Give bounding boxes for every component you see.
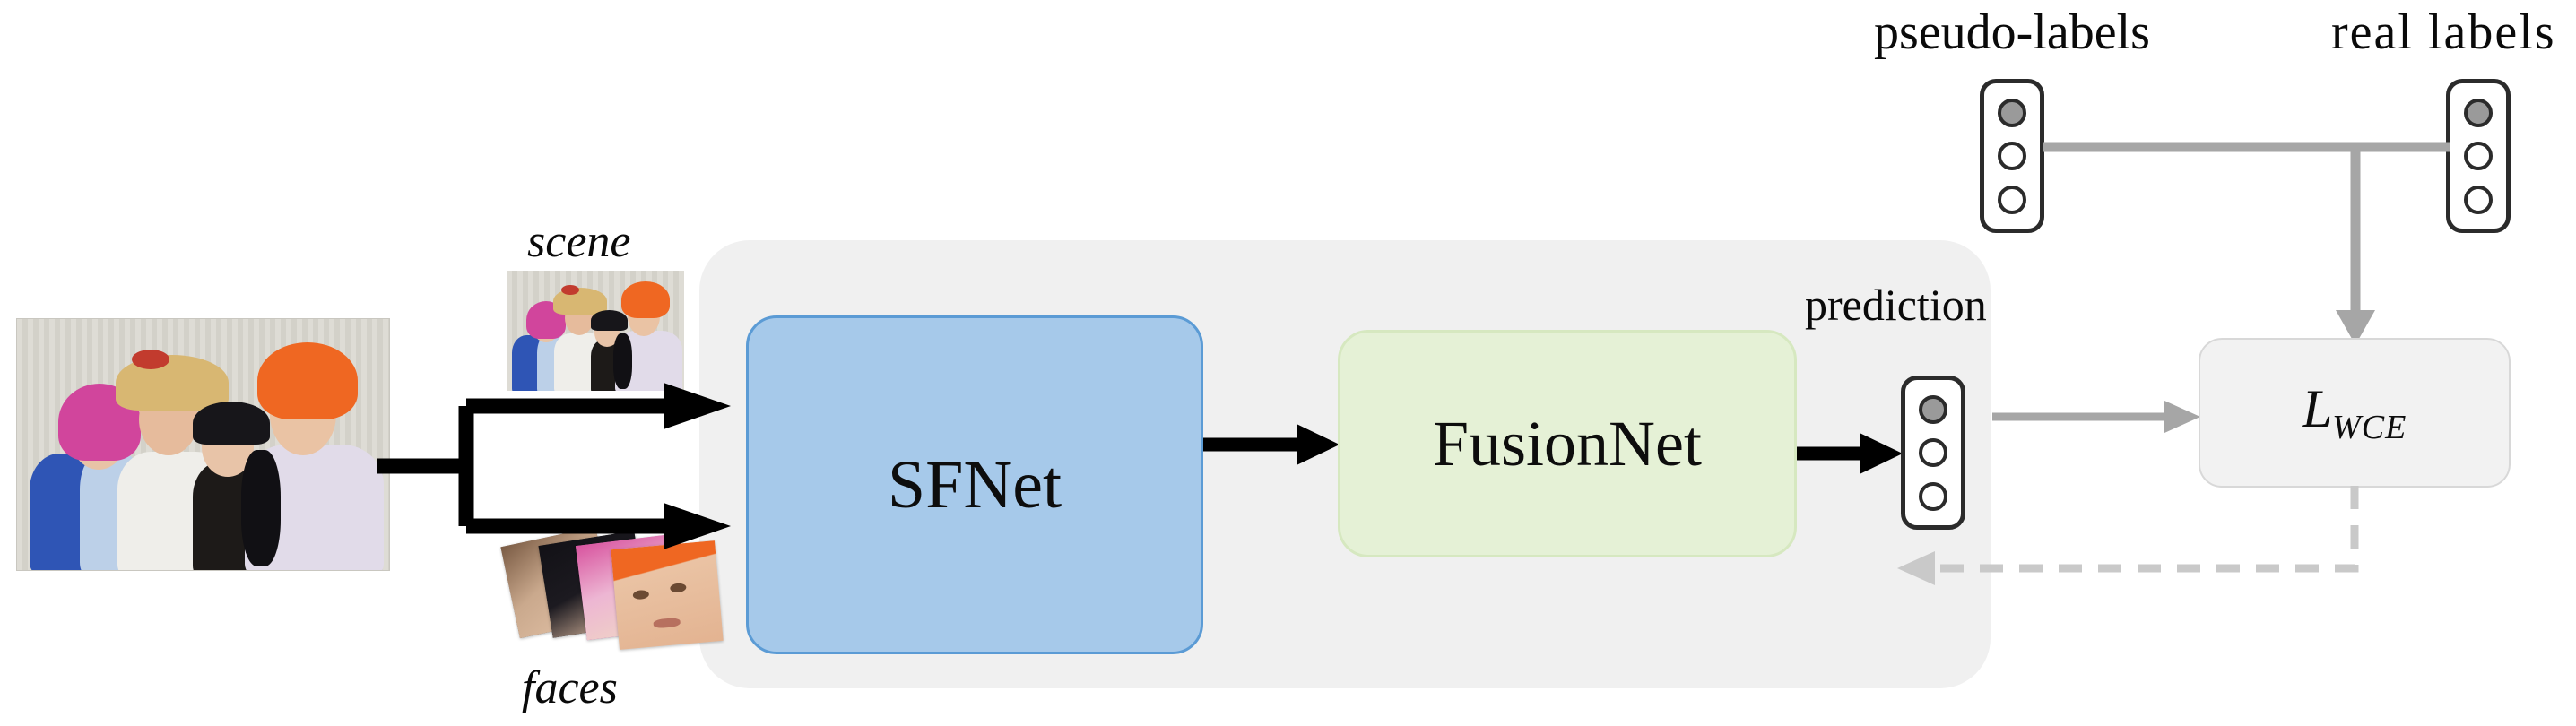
real-label-dot-1 bbox=[2464, 98, 2493, 127]
scene-person4-boa bbox=[613, 333, 632, 389]
photo-person4-wig bbox=[257, 342, 358, 419]
pseudo-label-dot-2 bbox=[1998, 142, 2026, 170]
prediction-dot-3 bbox=[1919, 481, 1947, 511]
scene-person4-wig bbox=[621, 281, 670, 318]
real-labels-vector bbox=[2446, 79, 2511, 233]
fusionnet-label: FusionNet bbox=[1432, 408, 1703, 480]
prediction-dot-1 bbox=[1919, 394, 1947, 424]
loss-subscript: WCE bbox=[2332, 408, 2407, 446]
prediction-dot-2 bbox=[1919, 438, 1947, 467]
input-split-arrow bbox=[377, 376, 753, 556]
loss-label: LWCE bbox=[2302, 378, 2407, 446]
prediction-vector bbox=[1901, 376, 1965, 530]
photo-person4-boa bbox=[241, 450, 281, 566]
pseudo-label-dot-1 bbox=[1998, 98, 2026, 127]
fusionnet-block[interactable]: FusionNet bbox=[1338, 330, 1797, 557]
pseudo-labels-vector bbox=[1980, 79, 2044, 233]
pseudo-labels-label: pseudo-labels bbox=[1874, 4, 2150, 60]
pseudo-label-dot-3 bbox=[1998, 185, 2026, 214]
scene-person2-hat-flower bbox=[561, 285, 579, 295]
input-scene-photo bbox=[16, 318, 390, 571]
photo-person2-hat-flower bbox=[132, 350, 169, 369]
photo-person3-hat bbox=[193, 402, 270, 445]
prediction-label: prediction bbox=[1805, 280, 1987, 330]
scene-person3-hat bbox=[591, 310, 628, 331]
face-crop-4-content bbox=[611, 540, 724, 650]
sfnet-label: SFNet bbox=[887, 447, 1062, 523]
loss-backprop-arrow bbox=[1892, 486, 2394, 629]
faces-label: faces bbox=[522, 662, 618, 713]
face-crop-4 bbox=[611, 540, 724, 650]
scene-label: scene bbox=[527, 216, 631, 267]
loss-block[interactable]: LWCE bbox=[2199, 338, 2511, 488]
fusionnet-to-prediction-arrow bbox=[1797, 427, 1913, 480]
labels-to-loss-arrow bbox=[2043, 134, 2455, 359]
real-label-dot-2 bbox=[2464, 142, 2493, 170]
real-labels-label: real labels bbox=[2331, 4, 2556, 60]
prediction-to-loss-arrow bbox=[1992, 390, 2216, 444]
scene-thumbnail bbox=[507, 271, 684, 391]
sfnet-to-fusionnet-arrow bbox=[1203, 418, 1347, 471]
real-label-dot-3 bbox=[2464, 185, 2493, 214]
sfnet-block[interactable]: SFNet bbox=[746, 315, 1203, 654]
